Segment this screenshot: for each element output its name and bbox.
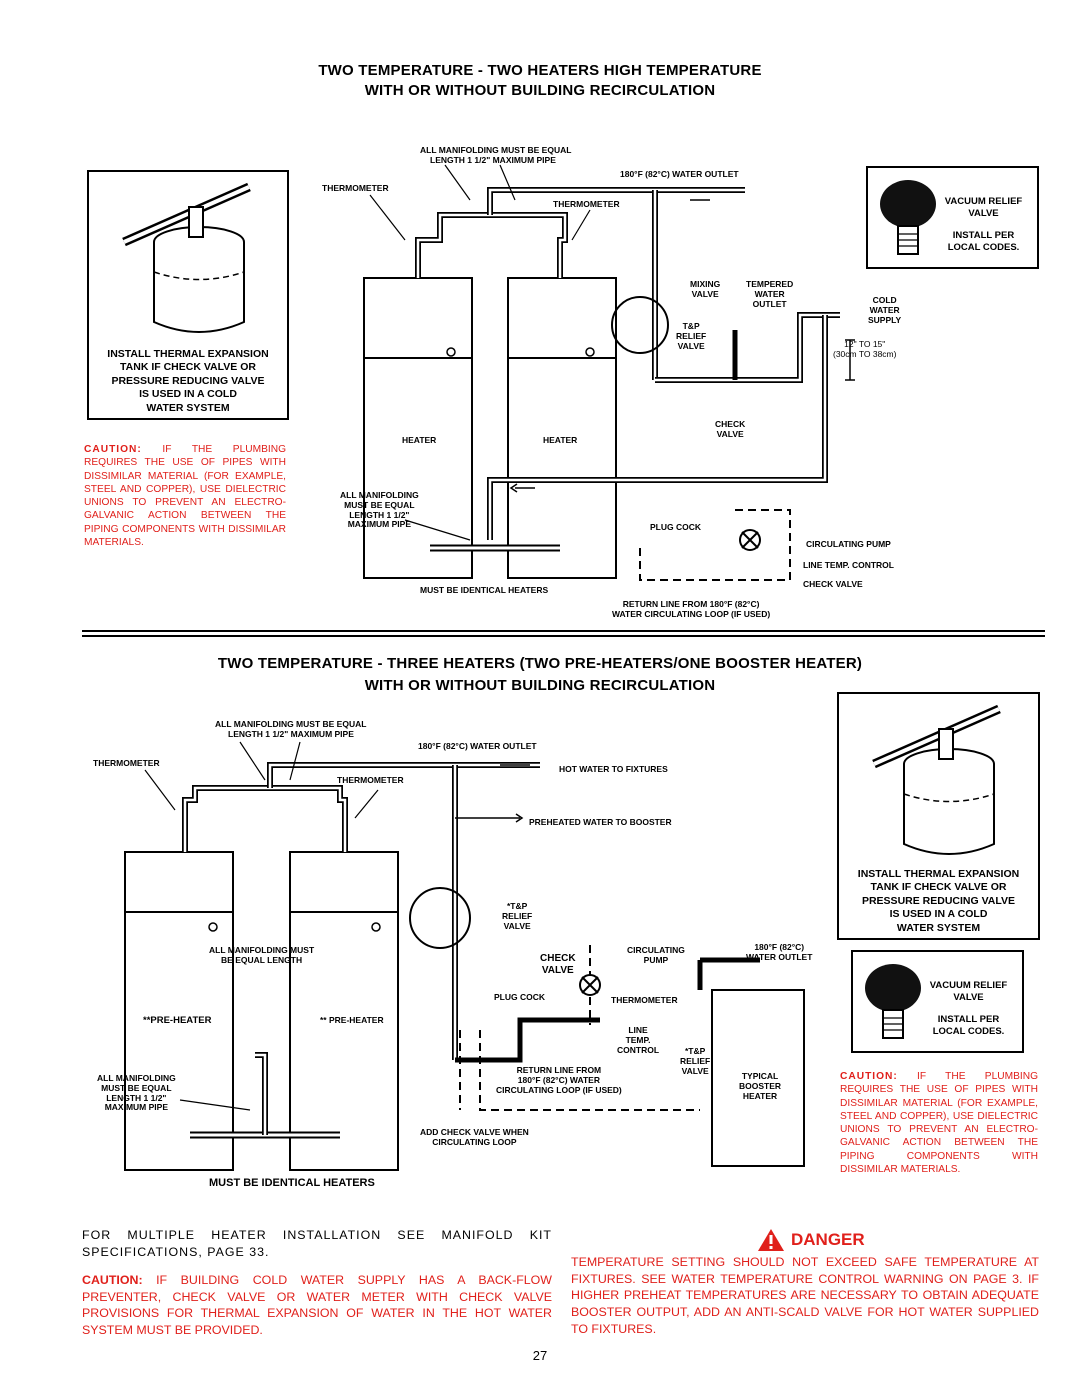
s1-identical-heaters: MUST BE IDENTICAL HEATERS: [420, 585, 549, 595]
s2-caution-text: IF THE PLUMBING REQUIRES THE USE OF PIPE…: [840, 1071, 1038, 1175]
s1-manifold-equal: ALL MANIFOLDING MUST BE EQUAL: [420, 145, 572, 155]
danger-title: DANGER: [791, 1230, 865, 1249]
footer-caution-lead: CAUTION:: [82, 1273, 143, 1287]
s2-identical-heaters: MUST BE IDENTICAL HEATERS: [209, 1177, 375, 1189]
expansion-tank-icon: [872, 704, 1001, 855]
footer-caution: CAUTION: IF BUILDING COLD WATER SUPPLY H…: [82, 1272, 552, 1339]
s1-caution-lead: CAUTION:: [84, 444, 142, 455]
vacuum-relief-title-1: VACUUM RELIEF VALVE: [944, 196, 1023, 220]
s2-thermometer-booster: THERMOMETER: [611, 995, 678, 1005]
s2-caution-lead: CAUTION:: [840, 1071, 898, 1082]
s1-return-line: RETURN LINE FROM 180°F (82°C) WATER CIRC…: [612, 599, 771, 619]
s1-tp-relief: T&P RELIEF VALVE: [676, 321, 707, 351]
vacuum-relief-box-1: VACUUM RELIEF VALVE INSTALL PER LOCAL CO…: [866, 166, 1039, 269]
section1-title-line2: WITH OR WITHOUT BUILDING RECIRCULATION: [364, 82, 716, 99]
s2-typical-booster: TYPICAL BOOSTER HEATER: [739, 1071, 782, 1101]
s2-preheated: PREHEATED WATER TO BOOSTER: [529, 817, 672, 827]
warning-triangle-icon: [758, 1229, 784, 1251]
section2-title-line1: TWO TEMPERATURE - THREE HEATERS (TWO PRE…: [217, 655, 863, 672]
s2-check-valve: CHECK VALVE: [540, 953, 576, 976]
section2-title-line2: WITH OR WITHOUT BUILDING RECIRCULATION: [364, 677, 716, 694]
s2-caution: CAUTION: IF THE PLUMBING REQUIRES THE US…: [840, 1070, 1038, 1176]
s1-check-valve-top: CHECK VALVE: [715, 419, 746, 439]
vacuum-relief-valve-icon: [865, 964, 921, 1039]
s2-circulating-pump: CIRCULATING PUMP: [627, 945, 685, 965]
s2-add-check-valve: ADD CHECK VALVE WHEN CIRCULATING LOOP: [420, 1127, 529, 1147]
s1-tempered-outlet: TEMPERED WATER OUTLET: [746, 279, 794, 309]
s2-hot-to-fixtures: HOT WATER TO FIXTURES: [559, 764, 668, 774]
vacuum-relief-valve-icon: [880, 180, 936, 255]
s2-thermometer-left: THERMOMETER: [93, 758, 160, 768]
expansion-tank-box-2: INSTALL THERMAL EXPANSION TANK IF CHECK …: [837, 692, 1040, 940]
vacuum-relief-box-2: VACUUM RELIEF VALVE INSTALL PER LOCAL CO…: [851, 950, 1024, 1053]
s1-heater-left: HEATER: [402, 435, 437, 445]
s2-return-line: RETURN LINE FROM 180°F (82°C) WATER CIRC…: [496, 1065, 622, 1095]
expansion-tank-icon: [122, 182, 251, 333]
s1-check-valve-bottom: CHECK VALVE: [803, 579, 863, 589]
s2-manifold-equal: ALL MANIFOLDING MUST BE EQUAL: [215, 719, 367, 729]
s1-manifold-bottom: ALL MANIFOLDING MUST BE EQUAL LENGTH 1 1…: [340, 490, 419, 530]
s1-line-temp-control: LINE TEMP. CONTROL: [803, 560, 894, 570]
expansion-tank-note-1: INSTALL THERMAL EXPANSION TANK IF CHECK …: [107, 348, 269, 414]
s1-manifold-length: LENGTH 1 1/2" MAXIMUM PIPE: [430, 155, 556, 165]
diagram-two-heaters: [82, 164, 1045, 637]
pre-heater-right-tank: [289, 851, 399, 1171]
pre-heater-left-tank: [124, 851, 234, 1171]
expansion-tank-box-1: INSTALL THERMAL EXPANSION TANK IF CHECK …: [87, 170, 289, 420]
s2-water-outlet: 180°F (82°C) WATER OUTLET: [418, 741, 537, 751]
page-number: 27: [532, 1348, 548, 1363]
s1-cold-supply: COLD WATER SUPPLY: [868, 295, 902, 325]
manifold-kit-note: FOR MULTIPLE HEATER INSTALLATION SEE MAN…: [82, 1228, 552, 1259]
s1-spacing: 12" TO 15" (30cm TO 38cm): [833, 339, 897, 359]
footer-caution-text: IF BUILDING COLD WATER SUPPLY HAS A BACK…: [82, 1273, 552, 1338]
s1-mixing-valve: MIXING VALVE: [690, 279, 721, 299]
s2-manifold-bottom: ALL MANIFOLDING MUST BE EQUAL LENGTH 1 1…: [97, 1073, 176, 1113]
s2-manifold-equal-len: ALL MANIFOLDING MUST BE EQUAL LENGTH: [209, 945, 315, 965]
section1-title-line1: TWO TEMPERATURE - TWO HEATERS HIGH TEMPE…: [318, 62, 762, 79]
s2-pre-heater-left: **PRE-HEATER: [143, 1015, 212, 1026]
s2-manifold-length: LENGTH 1 1/2" MAXIMUM PIPE: [228, 729, 354, 739]
s1-circulating-pump: CIRCULATING PUMP: [806, 539, 891, 549]
s1-caution-text: IF THE PLUMBING REQUIRES THE USE OF PIPE…: [84, 444, 286, 548]
s2-booster-outlet: 180°F (82°C) WATER OUTLET: [746, 942, 813, 962]
s2-tp-relief: *T&P RELIEF VALVE: [502, 901, 533, 931]
s2-line-temp-control: LINE TEMP. CONTROL: [617, 1025, 660, 1055]
s2-pre-heater-right: ** PRE-HEATER: [320, 1015, 384, 1025]
s1-heater-right: HEATER: [543, 435, 578, 445]
s1-thermometer-left: THERMOMETER: [322, 183, 389, 193]
s1-caution: CAUTION: IF THE PLUMBING REQUIRES THE US…: [84, 443, 286, 549]
s1-thermometer-right: THERMOMETER: [553, 199, 620, 209]
s2-plug-cock: PLUG COCK: [494, 992, 545, 1002]
s2-thermometer-mid: THERMOMETER: [337, 775, 404, 785]
danger-text: TEMPERATURE SETTING SHOULD NOT EXCEED SA…: [571, 1255, 1039, 1336]
s1-water-outlet: 180°F (82°C) WATER OUTLET: [620, 169, 739, 179]
danger-header: DANGER: [757, 1228, 865, 1252]
vacuum-relief-title-2: VACUUM RELIEF VALVE: [929, 980, 1008, 1004]
vacuum-relief-note-2: INSTALL PER LOCAL CODES.: [932, 1014, 1005, 1038]
expansion-tank-note-2: INSTALL THERMAL EXPANSION TANK IF CHECK …: [857, 868, 1020, 934]
s1-plug-cock: PLUG COCK: [650, 522, 701, 532]
vacuum-relief-note-1: INSTALL PER LOCAL CODES.: [947, 230, 1020, 254]
s2-tp-booster: *T&P RELIEF VALVE: [680, 1046, 711, 1076]
